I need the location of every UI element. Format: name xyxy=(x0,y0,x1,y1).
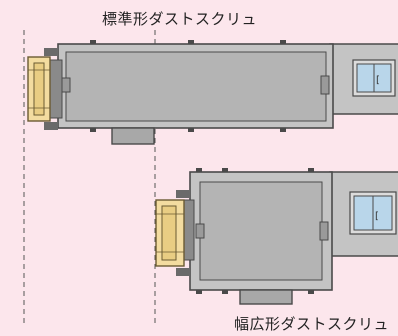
wide-dust-screw: [ xyxy=(155,168,398,305)
standard-inner-trough xyxy=(65,51,327,122)
standard-discharge-outlet xyxy=(111,127,155,145)
svg-text:[: [ xyxy=(375,211,379,222)
wide-drive-unit xyxy=(155,190,195,276)
standard-dust-screw: [ xyxy=(27,40,398,145)
standard-screw-label: 標準形ダストスクリュ xyxy=(102,10,258,28)
wide-screw-label: 幅広形ダストスクリュ xyxy=(234,315,390,333)
standard-drive-unit xyxy=(27,48,63,130)
wide-discharge-outlet xyxy=(239,289,293,305)
svg-text:[: [ xyxy=(376,75,380,86)
wide-inner-trough xyxy=(199,181,323,281)
